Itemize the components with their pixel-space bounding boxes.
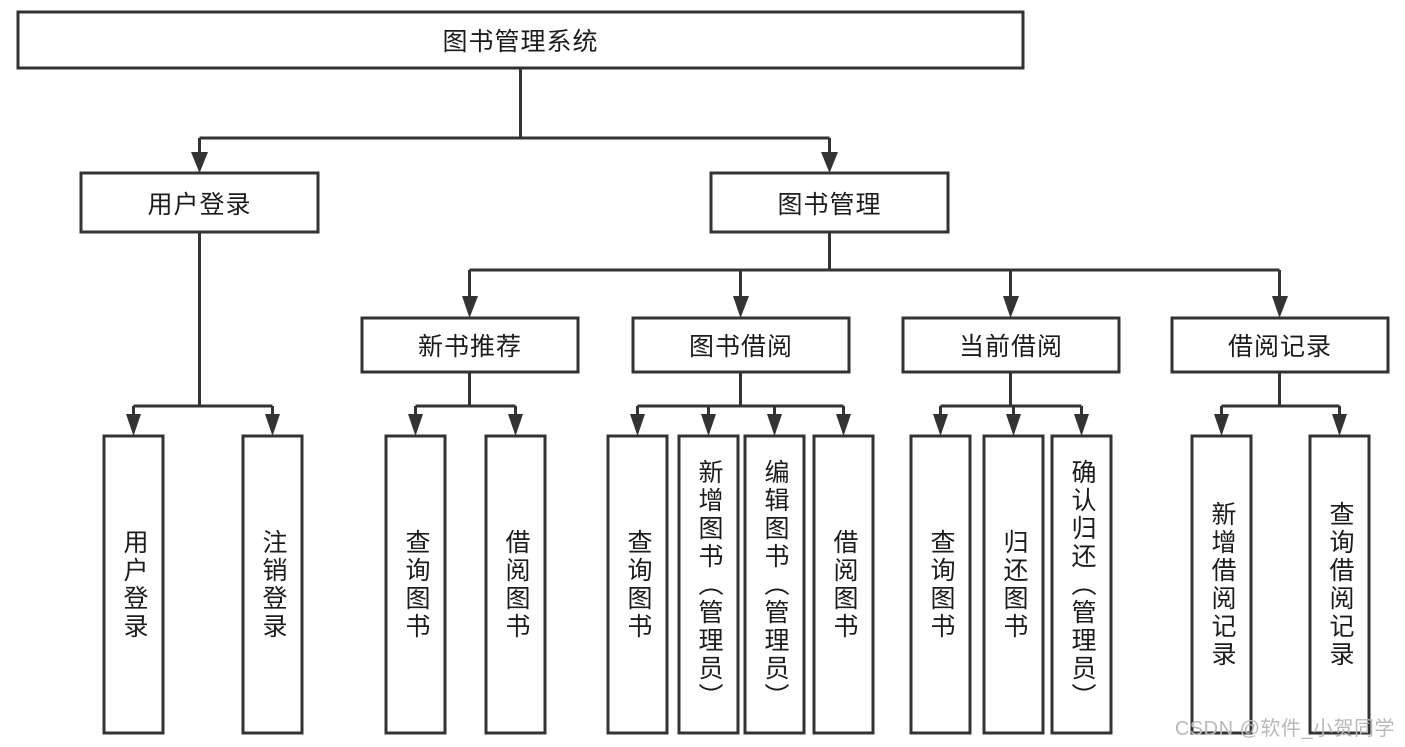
arrow-head-leaf-return-book — [1006, 414, 1021, 436]
arrow-head-leaf-query-book-2 — [630, 414, 645, 436]
arrow-head-leaf-query-book-3 — [933, 414, 948, 436]
leaf-box-leaf-query-book-3[interactable] — [909, 434, 972, 735]
leaf-box-leaf-add-book[interactable] — [677, 434, 740, 735]
arrow-head-leaf-confirm-return — [1074, 414, 1089, 436]
arrow-head-leaf-logout — [265, 414, 280, 436]
node-box-user-login[interactable] — [79, 171, 320, 234]
node-box-borrow-record[interactable] — [1170, 316, 1390, 374]
node-box-current-borrow[interactable] — [901, 316, 1121, 374]
node-box-new-book-recommend[interactable] — [360, 316, 580, 374]
arrow-head-user-login — [191, 152, 208, 173]
arrow-head-book-borrow — [733, 296, 749, 318]
watermark-text: CSDN @软件_小贺同学 — [1174, 718, 1395, 740]
arrow-head-current-borrow — [1003, 296, 1019, 318]
leaf-box-leaf-return-book[interactable] — [982, 434, 1045, 735]
arrow-head-leaf-query-record — [1332, 414, 1347, 436]
arrow-head-new-book-recommend — [462, 296, 478, 318]
leaf-box-leaf-borrow-book-2[interactable] — [812, 434, 875, 735]
arrow-head-borrow-record — [1272, 296, 1288, 318]
node-box-book-borrow[interactable] — [631, 316, 851, 374]
leaf-box-leaf-query-book-2[interactable] — [606, 434, 669, 735]
leaf-box-leaf-add-record[interactable] — [1190, 434, 1253, 735]
leaf-box-leaf-logout[interactable] — [241, 434, 304, 735]
arrow-head-leaf-add-record — [1214, 414, 1229, 436]
arrow-head-leaf-borrow-book-2 — [836, 414, 851, 436]
arrow-head-leaf-edit-book — [767, 414, 782, 436]
arrow-head-leaf-user-login — [126, 414, 141, 436]
arrow-head-leaf-query-book-1 — [408, 414, 423, 436]
arrow-head-leaf-borrow-book-1 — [508, 414, 523, 436]
arrow-head-leaf-add-book — [701, 414, 716, 436]
leaf-box-leaf-query-record[interactable] — [1308, 434, 1371, 735]
leaf-box-leaf-edit-book[interactable] — [743, 434, 806, 735]
leaf-box-leaf-confirm-return[interactable] — [1050, 434, 1113, 735]
node-box-root[interactable] — [16, 10, 1025, 70]
arrow-head-book-manage — [821, 152, 838, 173]
leaf-box-leaf-borrow-book-1[interactable] — [484, 434, 547, 735]
leaf-box-leaf-query-book-1[interactable] — [384, 434, 447, 735]
leaf-box-leaf-user-login[interactable] — [102, 434, 165, 735]
node-box-book-manage[interactable] — [709, 171, 950, 234]
